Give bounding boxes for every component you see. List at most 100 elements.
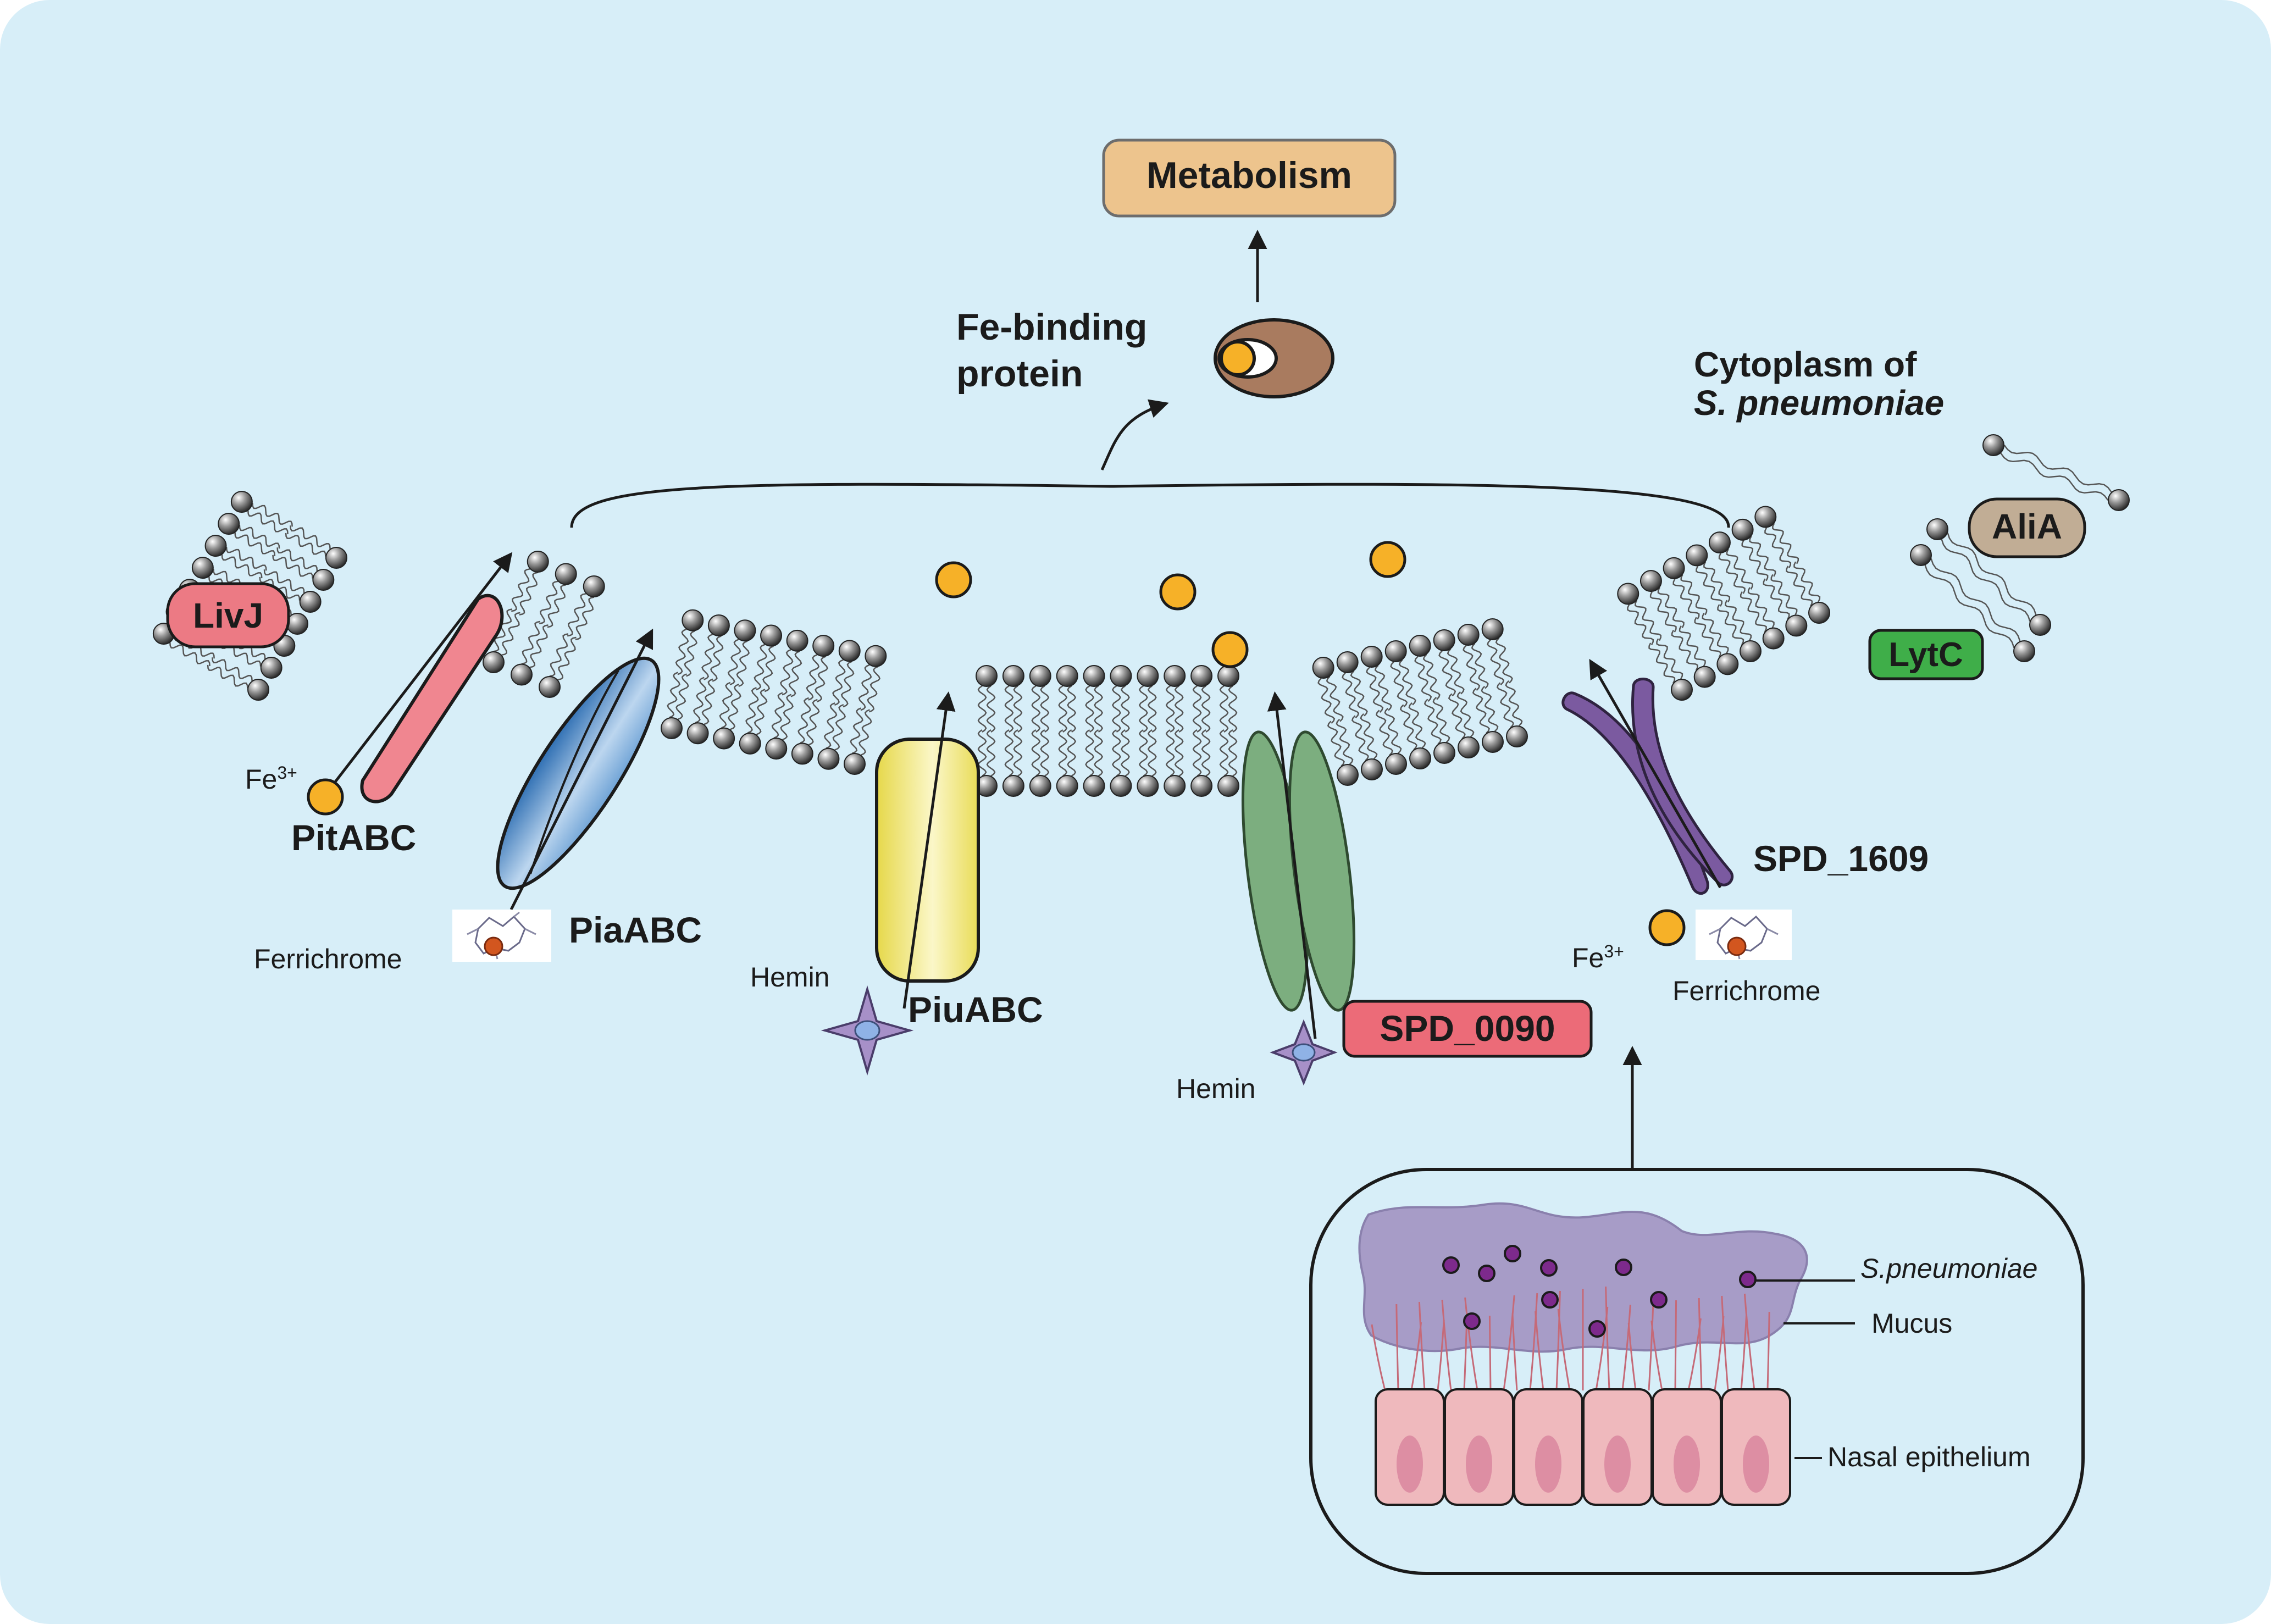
lipid-tail — [1657, 587, 1685, 628]
lipid-tail — [1924, 564, 2015, 649]
lipid-tail — [797, 697, 811, 744]
lipid-tail — [1422, 653, 1441, 700]
cilium — [1418, 1301, 1426, 1391]
lipid-head — [1190, 665, 1213, 687]
lipid-tail — [986, 729, 996, 777]
lipid-tail — [1351, 715, 1369, 762]
lipid-head — [765, 738, 788, 760]
lipid-tail — [1414, 656, 1432, 702]
lipid-tail — [1930, 558, 2021, 642]
lipid-tail — [1448, 693, 1466, 740]
bacterium — [1442, 1256, 1460, 1274]
lipid-tail — [575, 596, 595, 640]
lipid-tail — [754, 644, 768, 691]
lipid-tail — [1947, 533, 2037, 616]
lipid-tail — [1120, 685, 1130, 733]
lipid-tail — [1741, 540, 1769, 581]
lipid-head — [734, 619, 756, 642]
lipid-head — [1083, 775, 1105, 797]
membrane-bracket — [570, 483, 1730, 528]
lipid-head — [1686, 544, 1708, 567]
lipid-tail — [1408, 702, 1426, 749]
cell-nucleus — [1674, 1435, 1700, 1493]
lipid-tail — [1717, 604, 1744, 645]
cilia — [1371, 1286, 1770, 1391]
cilium — [1511, 1313, 1518, 1391]
lipid-tail — [1763, 578, 1790, 620]
lipid-head — [1693, 666, 1716, 688]
hemin-icon — [1270, 1019, 1338, 1086]
lipid-tail — [1496, 682, 1514, 729]
cilium — [1740, 1313, 1748, 1391]
lipid-tail — [285, 533, 326, 557]
cell-nucleus — [1604, 1435, 1631, 1493]
lipid-head — [686, 722, 709, 745]
inset-mucus-label: Mucus — [1871, 1308, 1952, 1339]
lipid-tail — [212, 657, 253, 681]
lipid-head — [791, 742, 813, 765]
lipid-tail — [1672, 578, 1700, 620]
lipid-tail — [1472, 688, 1490, 734]
lipid-tail — [1374, 664, 1392, 711]
inset-epithelium-label: Nasal epithelium — [1827, 1442, 2031, 1472]
lipid-tail — [557, 636, 577, 681]
lipid-head — [1002, 775, 1024, 797]
lipid-head — [1137, 775, 1159, 797]
bacterium — [1739, 1271, 1757, 1288]
lipid-tail — [1481, 685, 1499, 732]
lipid-tail — [207, 664, 248, 689]
lipid-head — [230, 491, 253, 513]
cilium — [1627, 1322, 1637, 1391]
lipid-tail — [1749, 536, 1776, 577]
lipid-tail — [259, 577, 301, 601]
bacteria — [1442, 1245, 1757, 1338]
epithelial-cells — [1375, 1388, 1791, 1506]
lipid-head — [1671, 679, 1693, 701]
cilium — [1605, 1286, 1610, 1391]
lipid-head — [2108, 489, 2130, 511]
piaabc-label: PiaABC — [569, 910, 702, 950]
lipid-tail — [1793, 561, 1821, 602]
lipid-tail — [1165, 685, 1175, 733]
lipid-tail — [762, 645, 776, 692]
lipid-head — [812, 635, 835, 657]
lipid-tail — [1703, 561, 1731, 603]
lipid-head — [1716, 653, 1739, 675]
lipid-tail — [977, 729, 987, 777]
nasal-colonization-inset: S.pneumoniae Mucus Nasal epithelium — [1309, 1168, 2085, 1575]
lipid-tail — [1696, 566, 1723, 607]
lipid-head — [191, 557, 214, 579]
lipid-head — [1409, 747, 1431, 769]
lipid-tail — [1505, 680, 1523, 727]
lipid-tail — [276, 547, 318, 572]
lipid-head — [661, 717, 683, 739]
lipid-head — [1029, 775, 1051, 797]
lipid-tail — [1495, 637, 1513, 684]
fe-binding-protein-icon — [1214, 318, 1334, 398]
cell-nucleus — [1466, 1435, 1492, 1493]
lipid-head — [1002, 665, 1024, 687]
cytoplasm-label-line2: S. pneumoniae — [1694, 383, 1944, 423]
lipid-tail — [1192, 685, 1202, 733]
ferrichrome-molecule-icon — [1696, 910, 1792, 960]
lipid-tail — [239, 525, 280, 549]
lipid-head — [1110, 665, 1132, 687]
lipid-tail — [675, 673, 689, 720]
lipid-head — [1433, 742, 1455, 764]
lipid-head — [583, 575, 605, 598]
lipid-head — [1384, 640, 1407, 662]
lipid-tail — [1342, 672, 1360, 719]
lipid-head — [844, 753, 866, 775]
lipid-tail — [1219, 685, 1229, 733]
lipid-tail — [1350, 670, 1368, 717]
lipid-tail — [1627, 604, 1654, 645]
lipid-tail — [1067, 729, 1077, 777]
lipid-tail — [1726, 548, 1753, 590]
bacterium — [1540, 1259, 1558, 1277]
lipid-tail — [1384, 707, 1402, 754]
lipid-tail — [1423, 699, 1442, 745]
lipid-tail — [858, 664, 872, 711]
bacterium — [1463, 1312, 1481, 1330]
piuabc-label: PiuABC — [908, 989, 1043, 1030]
